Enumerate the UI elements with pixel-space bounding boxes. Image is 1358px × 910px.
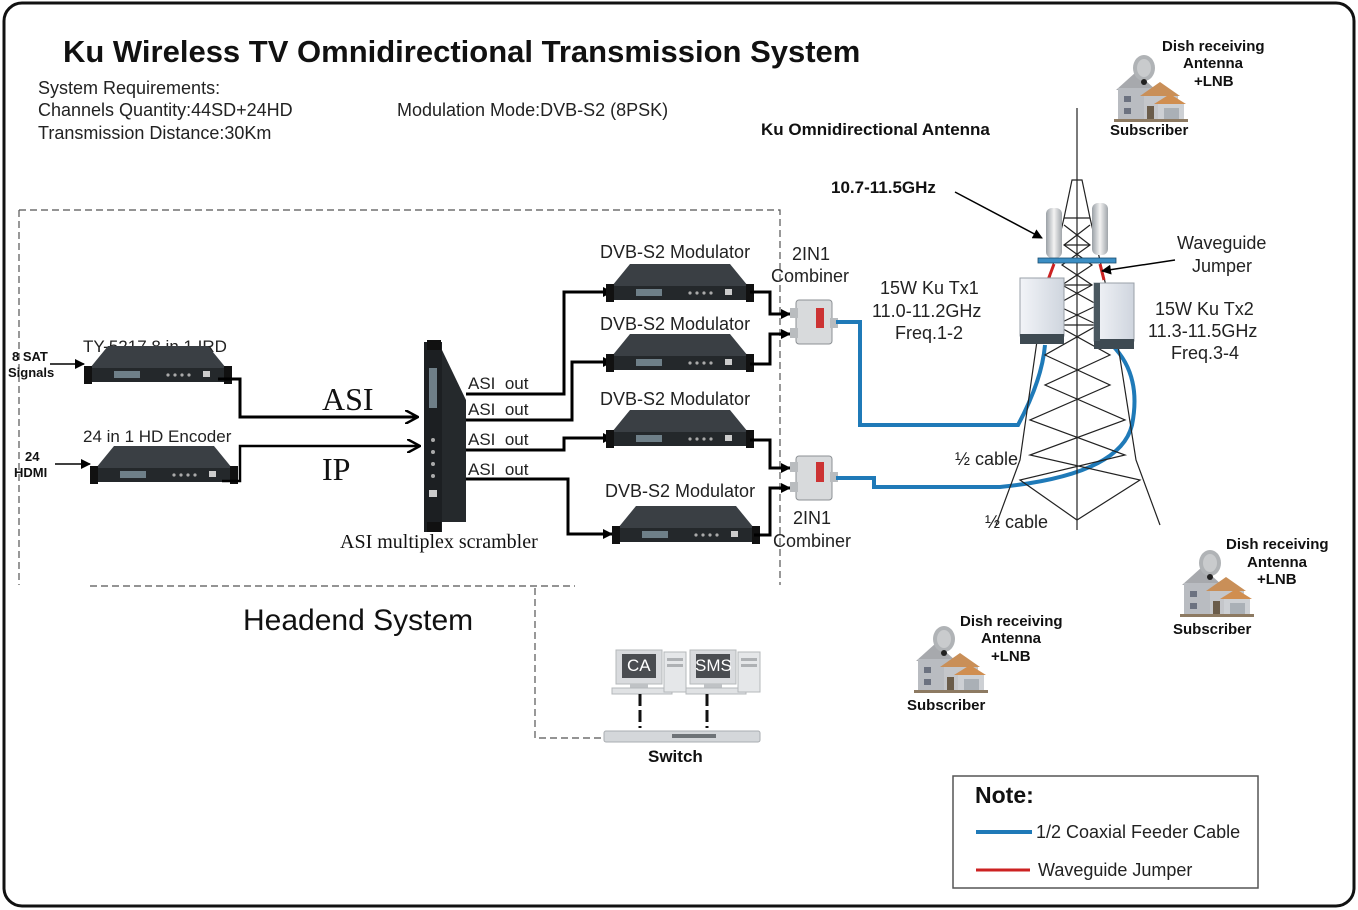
combiner-1-label-1: 2IN1	[792, 244, 830, 264]
subscriber-1: Dish receiving Antenna +LNB Subscriber	[1110, 38, 1265, 139]
combiner-1-label-2: Combiner	[771, 266, 849, 286]
modulator-3-device	[606, 410, 754, 448]
encoder-device	[90, 446, 238, 484]
requirements-distance: Transmission Distance:30Km	[38, 123, 271, 143]
asi-out-2-label: ASI out	[468, 400, 529, 419]
combiner-2-label-2: Combiner	[773, 531, 851, 551]
subscriber-2-dish-label-3: +LNB	[1257, 571, 1297, 588]
subscriber-2-label: Subscriber	[1173, 621, 1252, 638]
mod-2-to-combiner-wire	[750, 329, 791, 366]
subscriber-1-dish-label-2: Antenna	[1183, 55, 1244, 72]
tx2-label-1: 15W Ku Tx2	[1155, 299, 1254, 319]
asi-link-label: ASI	[322, 381, 374, 417]
asi-out-4-label: ASI out	[468, 460, 529, 479]
encoder-label: 24 in 1 HD Encoder	[83, 427, 232, 446]
subscriber-3-dish-label-2: Antenna	[981, 630, 1042, 647]
subscriber-2-dish-label-1: Dish receiving	[1226, 536, 1329, 553]
switch-label: Switch	[648, 747, 703, 766]
asi-out-3-wire	[466, 433, 613, 452]
omni-antenna-label: Ku Omnidirectional Antenna	[761, 120, 990, 139]
subscriber-2: Dish receiving Antenna +LNB Subscriber	[1173, 536, 1329, 638]
scrambler-label: ASI multiplex scrambler	[340, 531, 538, 553]
ird-device	[84, 346, 232, 384]
tx1-label-2: 11.0-11.2GHz	[872, 301, 981, 321]
subscriber-1-label: Subscriber	[1110, 122, 1189, 139]
omni-antenna-left	[1046, 208, 1062, 258]
cable-label-1: ½ cable	[955, 449, 1018, 469]
ip-link	[222, 446, 420, 483]
subscriber-3-dish-label-1: Dish receiving	[960, 613, 1063, 630]
asi-out-3-label: ASI out	[468, 430, 529, 449]
input-hdmi: 24 HDMI 24 in 1 HD Encoder	[14, 427, 238, 484]
subscriber-1-dish-label-1: Dish receiving	[1162, 38, 1265, 55]
mod-1-to-combiner-wire	[750, 290, 791, 319]
sat-signals-label-1: 8 SAT	[12, 349, 48, 364]
asi-out-1-wire	[466, 287, 613, 396]
omni-antenna-right	[1092, 203, 1108, 255]
hdmi-label-1: 24	[25, 449, 40, 464]
frequency-pointer-arrow	[954, 191, 1043, 239]
subscriber-3: Dish receiving Antenna +LNB Subscriber	[907, 613, 1063, 714]
modulator-4-label: DVB-S2 Modulator	[605, 481, 755, 501]
hdmi-label-2: HDMI	[14, 465, 47, 480]
headend-boundary	[18, 209, 781, 739]
modulator-3-label: DVB-S2 Modulator	[600, 389, 750, 409]
waveguide-label-2: Jumper	[1192, 256, 1252, 276]
modulator-1-device	[606, 264, 754, 302]
tx2-label-2: 11.3-11.5GHz	[1148, 321, 1257, 341]
diagram-title: Ku Wireless TV Omnidirectional Transmiss…	[63, 34, 860, 69]
legend-waveguide-label: Waveguide Jumper	[1038, 860, 1192, 880]
subscriber-1-dish-label-3: +LNB	[1194, 73, 1234, 90]
modulator-4-device	[612, 506, 760, 544]
tx1-unit	[1019, 277, 1065, 344]
tx1-label-1: 15W Ku Tx1	[880, 278, 979, 298]
modulator-2-device	[606, 334, 754, 372]
sms-server: SMS	[685, 649, 761, 695]
modulator-2-label: DVB-S2 Modulator	[600, 314, 750, 334]
combiner-2-device	[790, 455, 838, 501]
subscriber-3-dish-label-3: +LNB	[991, 648, 1031, 665]
input-sat: 8 SAT Signals TY-5217 8 in 1 IRD	[8, 337, 232, 384]
combiner-1-device	[790, 299, 838, 345]
modulator-1-label: DVB-S2 Modulator	[600, 242, 750, 262]
legend-title: Note:	[975, 782, 1034, 808]
waveguide-label-1: Waveguide	[1177, 233, 1266, 253]
frequency-range-label: 10.7-11.5GHz	[831, 178, 936, 197]
legend-coax-label: 1/2 Coaxial Feeder Cable	[1036, 822, 1240, 842]
headend-system-label: Headend System	[243, 604, 473, 637]
asi-out-4-wire	[466, 477, 613, 539]
asi-out-1-label: ASI out	[468, 374, 529, 393]
tx2-unit	[1093, 282, 1135, 349]
mod-3-to-combiner-wire	[750, 438, 791, 473]
subscriber-3-label: Subscriber	[907, 697, 986, 714]
network-switch	[603, 730, 761, 743]
legend-box: Note: 1/2 Coaxial Feeder Cable Waveguide…	[952, 775, 1259, 889]
cable-label-2: ½ cable	[985, 512, 1048, 532]
mod-4-to-combiner-wire	[754, 483, 791, 537]
sat-signals-label-2: Signals	[8, 365, 54, 380]
waveguide-jumper-left	[1046, 263, 1056, 281]
subscriber-2-dish-label-2: Antenna	[1247, 554, 1308, 571]
ca-label: CA	[627, 656, 651, 675]
requirements-heading: System Requirements:	[38, 78, 220, 98]
waveguide-pointer-arrow	[1101, 259, 1176, 275]
asi-out-2-wire	[466, 357, 613, 422]
requirements-modulation: Modulation Mode:DVB-S2 (8PSK)	[397, 100, 668, 120]
requirements-channels: Channels Quantity:44SD+24HD	[38, 100, 293, 120]
coax-cable-2	[836, 343, 1137, 489]
sms-label: SMS	[695, 656, 732, 675]
asi-scrambler-device	[424, 340, 466, 532]
coax-cable-1	[836, 320, 1047, 427]
combiner-2-label-1: 2IN1	[793, 508, 831, 528]
ip-link-label: IP	[322, 451, 350, 487]
tx2-label-3: Freq.3-4	[1171, 343, 1239, 363]
asi-link	[218, 377, 418, 417]
tx1-label-3: Freq.1-2	[895, 323, 963, 343]
ca-server: CA	[611, 649, 687, 695]
